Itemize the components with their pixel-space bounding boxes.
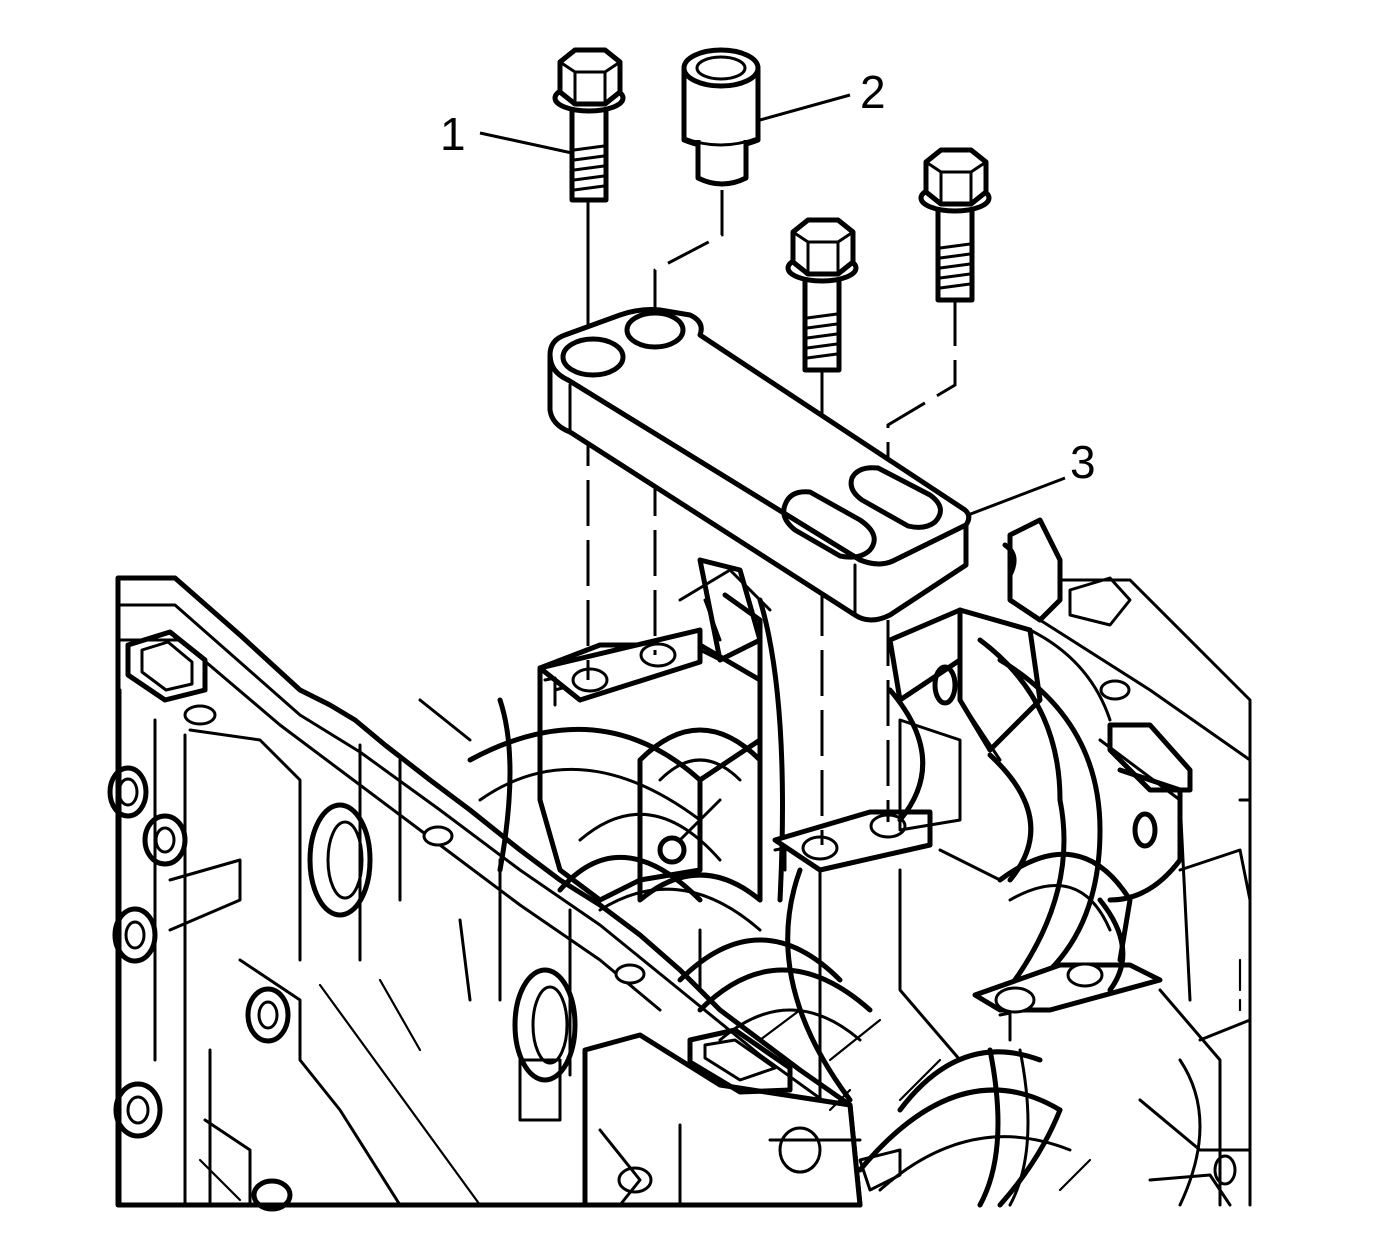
bolt-center bbox=[785, 217, 859, 373]
callout-3: 3 bbox=[1070, 436, 1096, 488]
bracket-tool bbox=[547, 307, 972, 623]
sleeve-2 bbox=[681, 47, 761, 187]
callout-1: 1 bbox=[440, 108, 466, 160]
bolt-right bbox=[918, 147, 992, 303]
callout-leaders bbox=[479, 93, 1066, 517]
bolt-1 bbox=[552, 47, 626, 203]
engine-block bbox=[107, 517, 1252, 1212]
callout-2: 2 bbox=[860, 66, 886, 118]
